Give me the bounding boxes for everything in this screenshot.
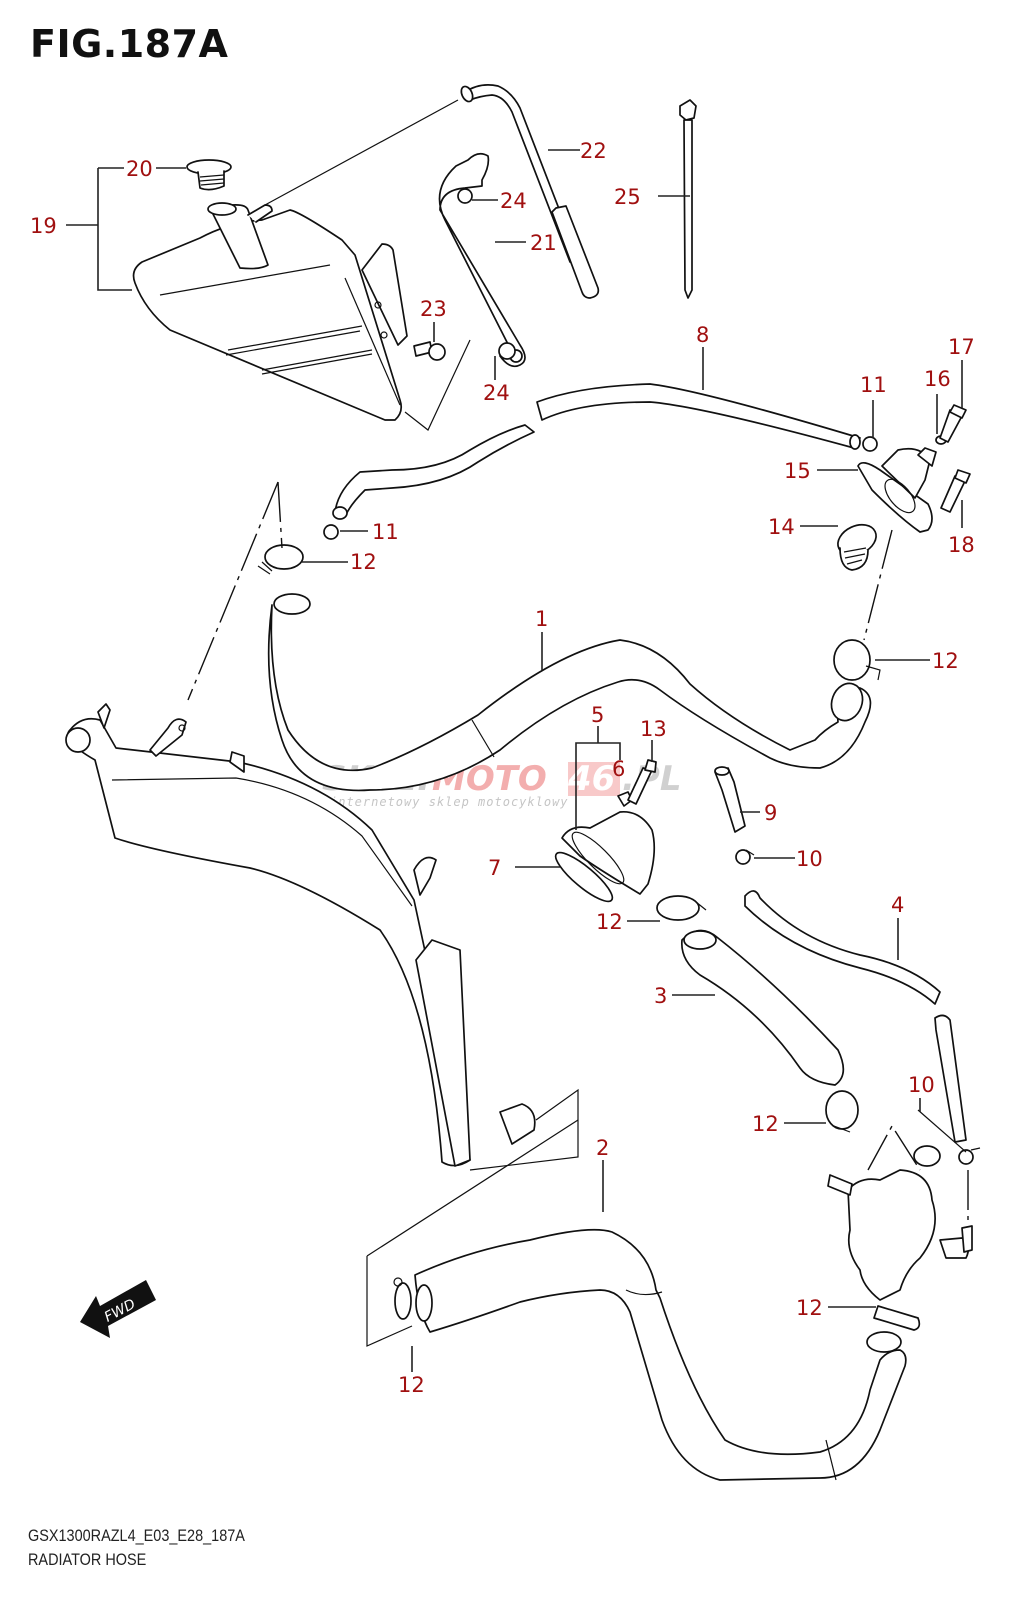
reservoir-tank[interactable] <box>132 202 408 421</box>
figure-title: FIG.187A <box>30 22 229 66</box>
thermostat-bolt-upper[interactable] <box>939 404 967 443</box>
watermark-46: 46 <box>567 759 615 799</box>
section-name: RADIATOR HOSE <box>28 1550 147 1569</box>
callout-12-upper-left[interactable]: 12 <box>350 550 377 574</box>
callout-9[interactable]: 9 <box>764 801 777 825</box>
watermark-tagline: internetowy sklep motocyklowy <box>330 795 569 809</box>
callout-labels: 19 20 22 24 21 25 23 24 8 11 16 17 15 14… <box>30 139 975 1397</box>
cable-tie[interactable] <box>679 99 697 299</box>
callout-20[interactable]: 20 <box>126 157 153 181</box>
pump-clamp-small[interactable] <box>958 1147 981 1165</box>
callout-10-lower[interactable]: 10 <box>908 1073 935 1097</box>
callout-13[interactable]: 13 <box>640 717 667 741</box>
bypass-hose[interactable] <box>332 383 861 520</box>
overflow-hose[interactable] <box>459 84 600 299</box>
pump-clamp-lower[interactable] <box>873 1305 921 1331</box>
callout-3[interactable]: 3 <box>654 984 667 1008</box>
outlet-o-ring[interactable] <box>550 846 618 908</box>
callout-19[interactable]: 19 <box>30 214 57 238</box>
pump-clamp-upper[interactable] <box>825 1090 859 1133</box>
callout-8[interactable]: 8 <box>696 323 709 347</box>
radiator-inlet-hose[interactable] <box>267 593 872 792</box>
callout-21[interactable]: 21 <box>530 231 557 255</box>
callout-4[interactable]: 4 <box>891 893 904 917</box>
hose-clamp-upper-left[interactable] <box>257 544 304 575</box>
callout-15[interactable]: 15 <box>784 459 811 483</box>
radiator-outlet-small-hose[interactable] <box>744 890 967 1143</box>
callout-10-upper[interactable]: 10 <box>796 847 823 871</box>
model-code: GSX1300RAZL4_E03_E28_187A <box>28 1526 245 1545</box>
water-outlet-case[interactable] <box>561 810 656 895</box>
leader-lines <box>66 149 963 1372</box>
callout-12-pump-upper[interactable]: 12 <box>752 1112 779 1136</box>
tank-bolt[interactable] <box>413 341 446 361</box>
callout-24-lower[interactable]: 24 <box>483 381 510 405</box>
siphon-hose[interactable] <box>438 152 526 368</box>
callout-12-upper-right[interactable]: 12 <box>932 649 959 673</box>
callout-5[interactable]: 5 <box>591 703 604 727</box>
reservoir-cap[interactable] <box>186 159 232 191</box>
water-pump-hose[interactable] <box>680 929 845 1086</box>
callout-18[interactable]: 18 <box>948 533 975 557</box>
callout-2[interactable]: 2 <box>596 1136 609 1160</box>
callout-23[interactable]: 23 <box>420 297 447 321</box>
callout-16[interactable]: 16 <box>924 367 951 391</box>
thermostat-cover[interactable] <box>857 447 937 533</box>
fwd-badge: FWD <box>80 1280 156 1338</box>
callout-12-lower-left[interactable]: 12 <box>398 1373 425 1397</box>
hose-clamp-lower-left[interactable] <box>393 1277 412 1320</box>
water-pump[interactable] <box>827 1145 973 1301</box>
thermostat-bolt-lower[interactable] <box>940 469 971 513</box>
hose-clamp-small-left[interactable] <box>323 524 339 540</box>
callout-24-upper[interactable]: 24 <box>500 189 527 213</box>
callout-6[interactable]: 6 <box>612 757 625 781</box>
hose-clamp-small-right[interactable] <box>862 436 878 452</box>
callout-11-right[interactable]: 11 <box>860 373 887 397</box>
callout-12-middle[interactable]: 12 <box>596 910 623 934</box>
outlet-case-bolt[interactable] <box>627 759 657 805</box>
hose-clamp-upper-right[interactable] <box>833 639 881 681</box>
radiator-outlet-hose[interactable] <box>414 1228 907 1481</box>
hose-clamp-union[interactable] <box>735 849 755 865</box>
callout-17[interactable]: 17 <box>948 335 975 359</box>
radiator[interactable] <box>65 703 536 1167</box>
hose-clamp-middle[interactable] <box>656 895 707 921</box>
callout-11-left[interactable]: 11 <box>372 520 399 544</box>
callout-22[interactable]: 22 <box>580 139 607 163</box>
thermostat[interactable] <box>833 519 881 571</box>
tank-clamp-lower[interactable] <box>498 342 516 360</box>
tank-clamp-upper[interactable] <box>457 188 473 204</box>
callout-14[interactable]: 14 <box>768 515 795 539</box>
callout-1[interactable]: 1 <box>535 607 548 631</box>
callout-12-pump-lower[interactable]: 12 <box>796 1296 823 1320</box>
callout-25[interactable]: 25 <box>614 185 641 209</box>
forward-arrow-icon <box>80 1280 156 1338</box>
hose-union[interactable] <box>714 766 746 833</box>
callout-7[interactable]: 7 <box>488 856 501 880</box>
